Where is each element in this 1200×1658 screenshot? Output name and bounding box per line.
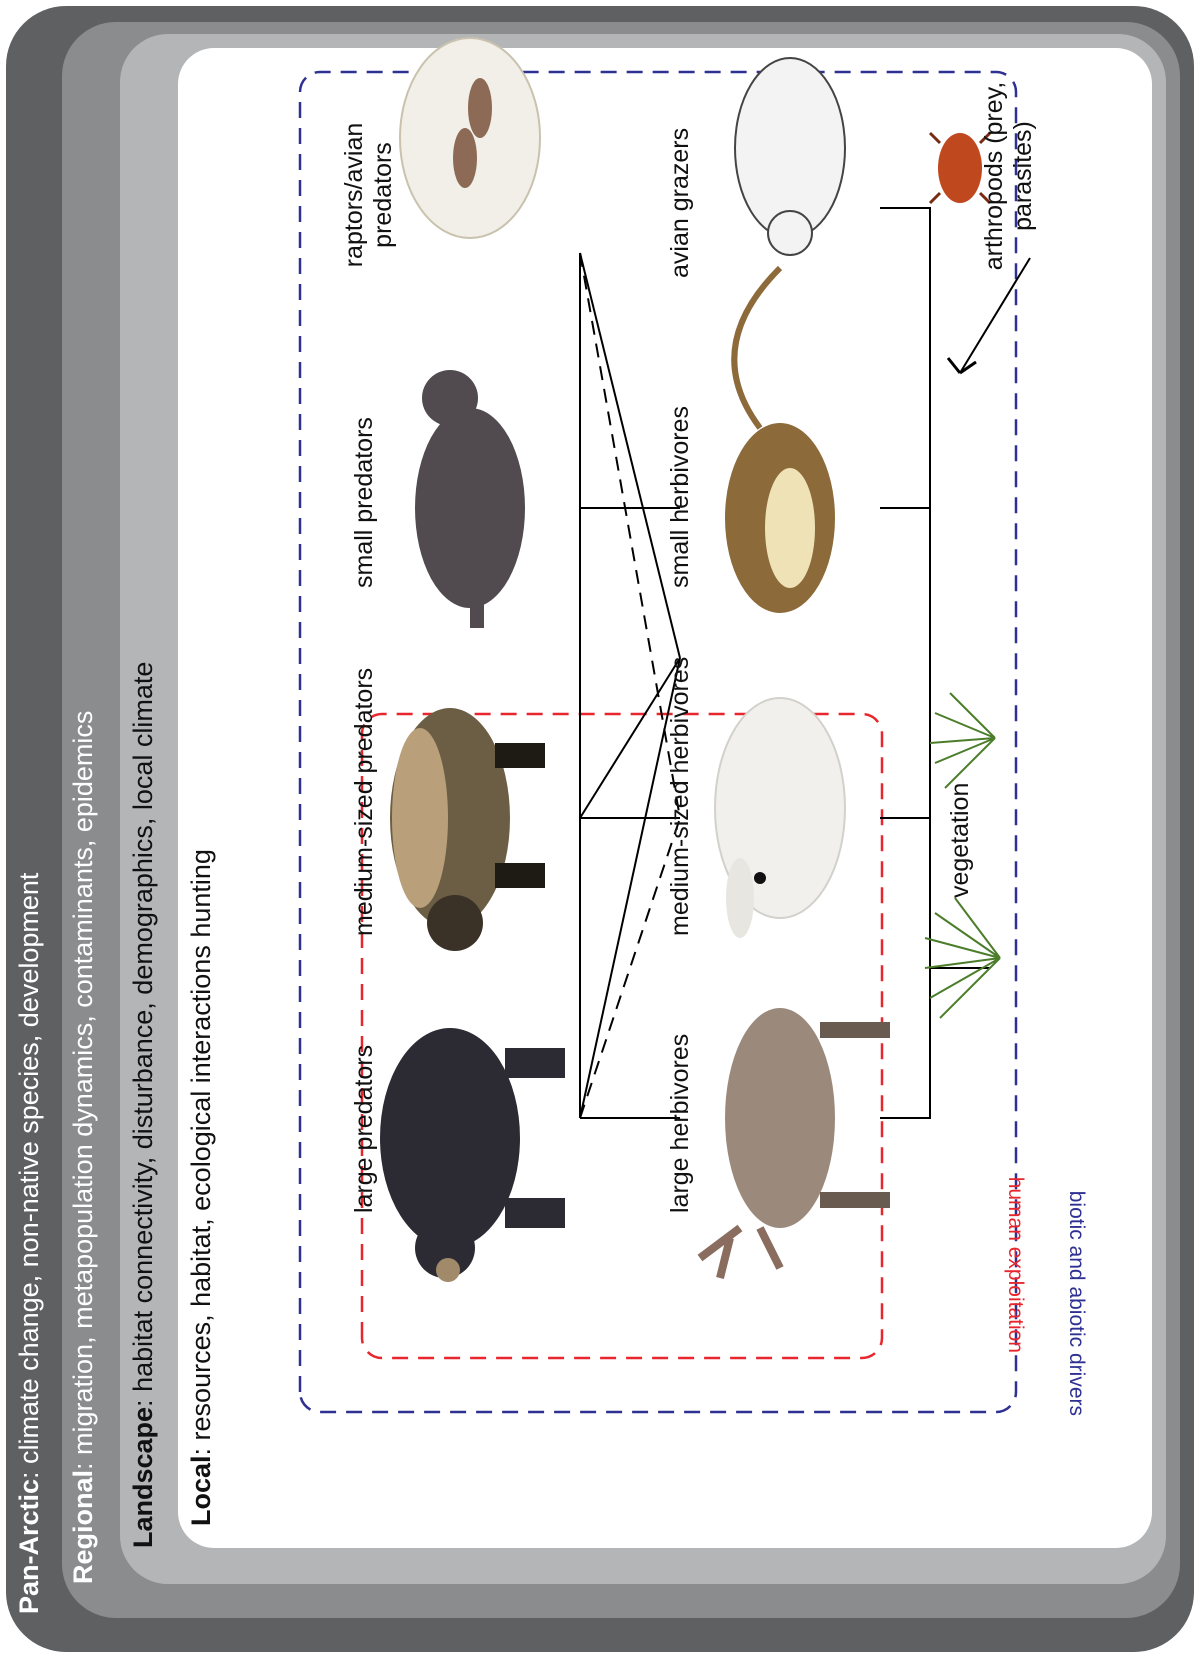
wolverine-icon: [390, 708, 545, 951]
link-large-pred-small-herb: [580, 658, 680, 1118]
lemming-icon: [725, 268, 835, 613]
medium-predators-label: medium-sized predators: [350, 668, 379, 936]
large-predators-label: large predators: [350, 1045, 379, 1213]
small-herbivores-label: small herbivores: [666, 406, 695, 588]
arctic-hare-icon: [715, 698, 845, 938]
arthropods-label: arthropods (prey, parasites): [980, 66, 1038, 286]
large-herbivores-label: large herbivores: [666, 1034, 695, 1213]
reindeer-icon: [700, 1008, 890, 1278]
bear-icon: [380, 1028, 565, 1282]
medium-herbivores-label: medium-sized herbivores: [666, 657, 695, 936]
ptarmigan-icon: [735, 58, 845, 255]
raptors-label: raptors/avian predators: [340, 110, 398, 280]
arrow-head: [948, 358, 976, 373]
link-large-pred-medium-herb: [580, 818, 680, 1118]
vegetation-label: vegetation: [946, 783, 975, 898]
link-raptor-medium-herb: [580, 253, 680, 818]
vegetation-bus: [880, 208, 990, 1118]
small-predators-label: small predators: [350, 417, 379, 588]
weasel-icon: [415, 370, 525, 628]
human-exploitation-label: human exploitation: [1003, 1177, 1027, 1353]
biotic-drivers-label: biotic and abiotic drivers: [1064, 1191, 1088, 1416]
avian-grazers-label: avian grazers: [666, 128, 695, 278]
link-raptor-small-herb: [580, 253, 680, 658]
snowy-owl-icon: [400, 38, 540, 238]
